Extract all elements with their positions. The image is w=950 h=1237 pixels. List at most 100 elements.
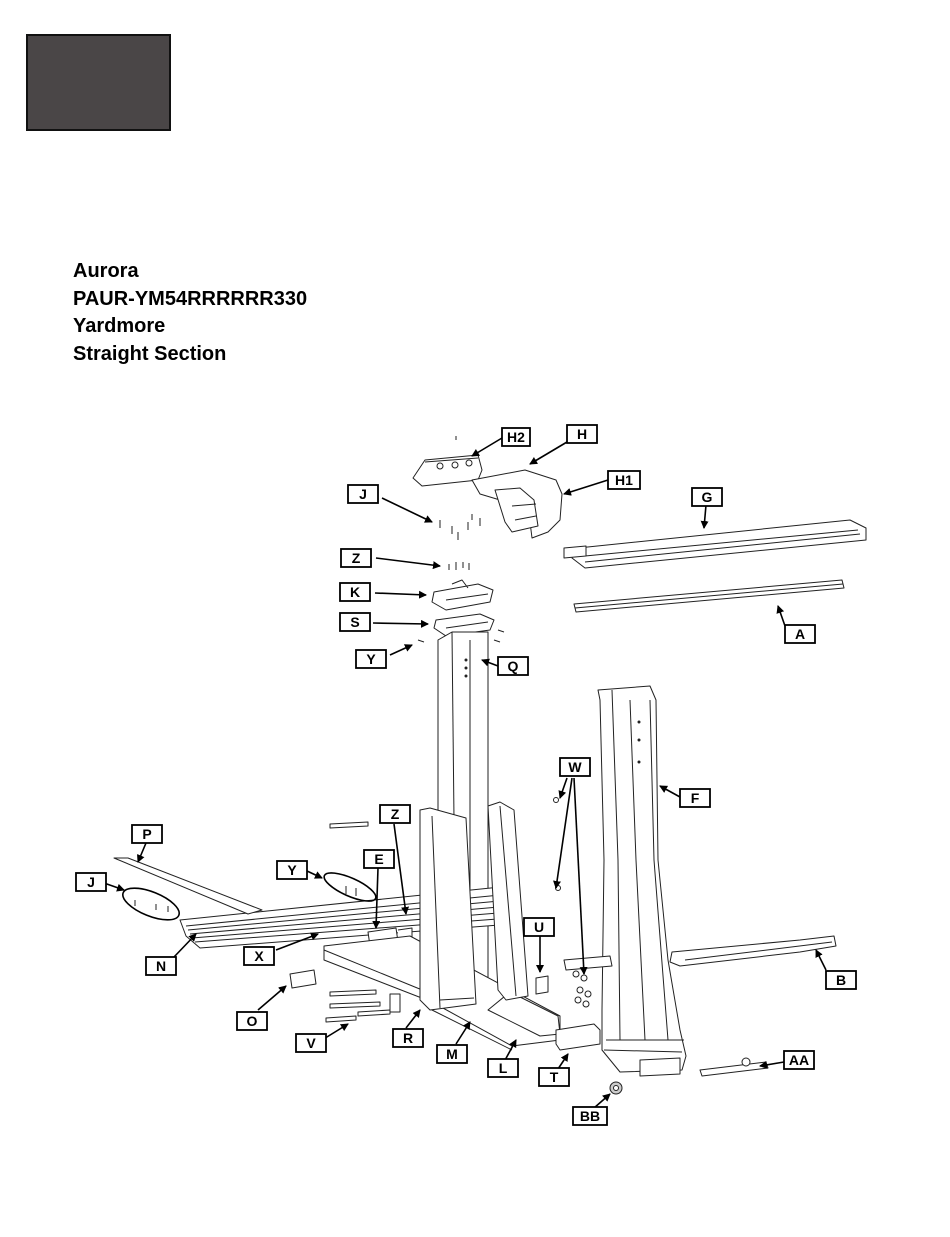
- label-u: U: [524, 918, 554, 936]
- leader-w-2: [556, 778, 572, 888]
- label-r-text: R: [403, 1030, 413, 1046]
- label-a: A: [785, 625, 815, 643]
- part-j-bolts: [135, 900, 168, 912]
- label-q: Q: [498, 657, 528, 675]
- label-m: M: [437, 1045, 467, 1063]
- leader-w-3: [574, 778, 584, 974]
- part-o-block: [290, 970, 316, 988]
- part-h2-cap: [413, 436, 482, 486]
- leader-n: [174, 934, 196, 957]
- label-aa-text: AA: [789, 1052, 809, 1068]
- leader-a: [778, 606, 785, 626]
- leader-f: [660, 786, 680, 797]
- part-side-plate: [488, 802, 528, 1000]
- leader-h1: [564, 480, 608, 494]
- ellipse-y-group: [321, 867, 379, 906]
- label-aa: AA: [784, 1051, 814, 1069]
- label-bb: BB: [573, 1107, 607, 1125]
- parts-drawing: [114, 436, 866, 1094]
- part-g-top-rail: [564, 520, 866, 568]
- label-y-lower: Y: [277, 861, 307, 879]
- leader-y-top: [390, 645, 412, 655]
- label-y-top: Y: [356, 650, 386, 668]
- label-b-text: B: [836, 972, 846, 988]
- label-v-text: V: [306, 1035, 316, 1051]
- part-u-plate: [536, 976, 548, 994]
- label-e: E: [364, 850, 394, 868]
- leader-z-top: [376, 558, 440, 566]
- label-q-text: Q: [508, 658, 519, 674]
- part-w-nuts: [554, 798, 592, 1008]
- label-n: N: [146, 957, 176, 975]
- label-u-text: U: [534, 919, 544, 935]
- label-v: V: [296, 1034, 326, 1052]
- label-f: F: [680, 789, 710, 807]
- leader-h2: [472, 438, 502, 456]
- part-h-cover: [472, 470, 562, 538]
- label-p-text: P: [142, 826, 151, 842]
- label-z-lower: Z: [380, 805, 410, 823]
- part-aa-pin: [700, 1058, 768, 1076]
- label-g-text: G: [702, 489, 713, 505]
- label-x: X: [244, 947, 274, 965]
- label-y-lower-text: Y: [287, 862, 297, 878]
- label-k: K: [340, 583, 370, 601]
- label-z-top-text: Z: [352, 550, 361, 566]
- label-l: L: [488, 1059, 518, 1077]
- label-b: B: [826, 971, 856, 989]
- label-t-text: T: [550, 1069, 559, 1085]
- label-t: T: [539, 1068, 569, 1086]
- label-o-text: O: [247, 1013, 258, 1029]
- label-j-lower: J: [76, 873, 106, 891]
- leader-g: [704, 505, 706, 528]
- leader-s: [373, 623, 428, 624]
- label-j-top: J: [348, 485, 378, 503]
- leader-b: [816, 950, 826, 970]
- part-bb-nut: [610, 1082, 622, 1094]
- label-w-text: W: [568, 759, 582, 775]
- leader-bb: [594, 1094, 610, 1108]
- label-n-text: N: [156, 958, 166, 974]
- part-k-bracket: [432, 580, 493, 610]
- leader-w-1: [560, 778, 567, 798]
- part-z-rod: [330, 822, 368, 828]
- label-m-text: M: [446, 1046, 458, 1062]
- label-z-lower-text: Z: [391, 806, 400, 822]
- label-s-text: S: [350, 614, 359, 630]
- leader-j-top: [382, 498, 432, 522]
- part-y-bolts: [346, 886, 356, 896]
- label-k-text: K: [350, 584, 360, 600]
- leader-r: [406, 1010, 420, 1028]
- part-t-block: [556, 1024, 600, 1050]
- label-j-lower-text: J: [87, 874, 95, 890]
- label-f-text: F: [691, 790, 700, 806]
- part-p-rail: [114, 858, 262, 914]
- label-a-text: A: [795, 626, 805, 642]
- leader-o: [258, 986, 286, 1010]
- leader-k: [375, 593, 426, 595]
- part-j-screws: [440, 514, 480, 540]
- label-g: G: [692, 488, 722, 506]
- label-bb-text: BB: [580, 1108, 600, 1124]
- label-h2-text: H2: [507, 429, 525, 445]
- label-w: W: [560, 758, 590, 776]
- label-h2: H2: [502, 428, 530, 446]
- label-e-text: E: [374, 851, 383, 867]
- label-h-text: H: [577, 426, 587, 442]
- label-z-top: Z: [341, 549, 371, 567]
- label-h1-text: H1: [615, 472, 633, 488]
- ellipse-j-group: [119, 882, 184, 927]
- part-r-plate: [390, 994, 400, 1012]
- part-v-rods: [326, 990, 390, 1022]
- label-r: R: [393, 1029, 423, 1047]
- label-l-text: L: [499, 1060, 508, 1076]
- label-h: H: [567, 425, 597, 443]
- leader-y-lower: [307, 871, 322, 878]
- leader-j-lower: [104, 883, 124, 890]
- label-h1: H1: [608, 471, 640, 489]
- leader-p: [138, 843, 146, 862]
- label-o: O: [237, 1012, 267, 1030]
- part-f-post: [598, 686, 686, 1076]
- leader-h: [530, 442, 567, 464]
